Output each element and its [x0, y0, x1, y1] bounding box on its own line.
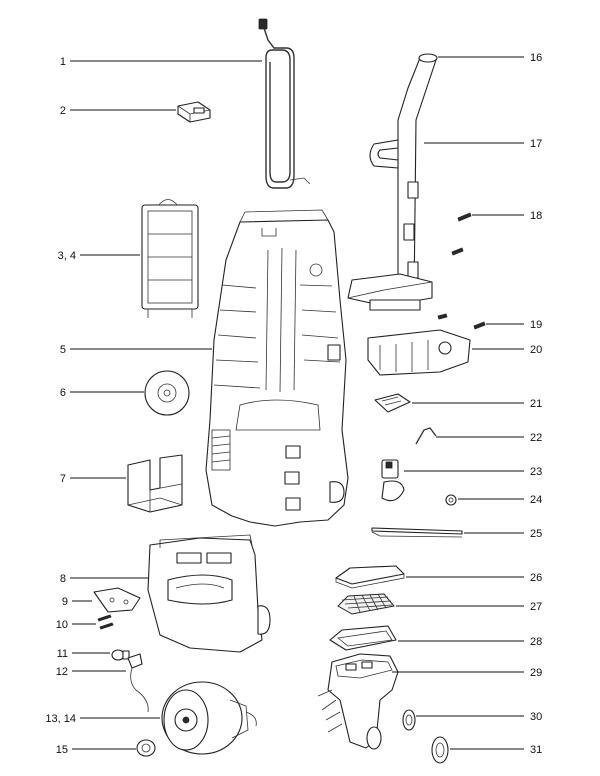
callout-label: 1	[60, 56, 66, 68]
part-screws	[97, 614, 114, 630]
part-front-cover	[147, 534, 271, 653]
part-disc	[144, 370, 190, 416]
callout-label: 30	[530, 711, 542, 723]
part-filter-tray	[329, 625, 397, 651]
callout-label: 5	[60, 344, 66, 356]
part-motor	[161, 681, 257, 755]
callout-label: 18	[530, 210, 542, 222]
callout-label: 26	[530, 572, 542, 584]
part-label-plate	[177, 101, 211, 123]
part-latch	[381, 459, 405, 502]
callout-label: 8	[60, 573, 66, 585]
callout-label: 24	[530, 494, 542, 506]
callout-label: 19	[530, 319, 542, 331]
callout-label: 29	[530, 667, 542, 679]
callout-label: 25	[530, 528, 542, 540]
part-lamp-socket	[127, 653, 149, 713]
part-power-cord	[258, 18, 311, 189]
part-top-pad	[335, 565, 405, 589]
part-wheel-small	[402, 709, 416, 731]
part-bracket	[127, 454, 183, 513]
part-tank-housing	[317, 653, 399, 750]
callout-label: 23	[530, 466, 542, 478]
callout-label: 31	[530, 744, 542, 756]
callout-label: 6	[60, 387, 66, 399]
part-spring-wire	[415, 427, 437, 445]
callouts: 1 2 3, 4 5 6 7 8 9 10 11 12 13, 14 15 16…	[45, 52, 542, 756]
part-lamp	[111, 649, 130, 661]
part-screws-handle	[451, 212, 472, 256]
callout-label: 16	[530, 52, 542, 64]
part-grommet	[136, 739, 156, 757]
callout-label: 15	[56, 744, 68, 756]
callout-label: 12	[56, 666, 68, 678]
part-screws-base	[437, 313, 486, 330]
part-mesh-screen	[337, 593, 395, 615]
part-handle-base	[367, 329, 471, 376]
part-handle	[347, 53, 438, 311]
callout-label: 28	[530, 636, 542, 648]
part-clip	[93, 587, 141, 613]
callout-label: 22	[530, 432, 542, 444]
part-wheel-large	[431, 736, 449, 764]
callout-label: 20	[530, 344, 542, 356]
callout-label: 9	[62, 596, 68, 608]
callout-label: 2	[60, 105, 66, 117]
callout-label: 13, 14	[45, 713, 76, 725]
part-washer	[445, 494, 457, 506]
callout-label: 10	[56, 619, 68, 631]
part-filter-frame	[141, 199, 199, 318]
callout-label: 17	[530, 138, 542, 150]
callout-label: 3, 4	[58, 250, 76, 262]
part-main-body	[205, 209, 349, 527]
callout-label: 27	[530, 601, 542, 613]
part-rod	[371, 527, 463, 538]
callout-label: 21	[530, 398, 542, 410]
part-plate	[374, 393, 411, 413]
callout-label: 7	[60, 473, 66, 485]
callout-label: 11	[57, 648, 68, 660]
